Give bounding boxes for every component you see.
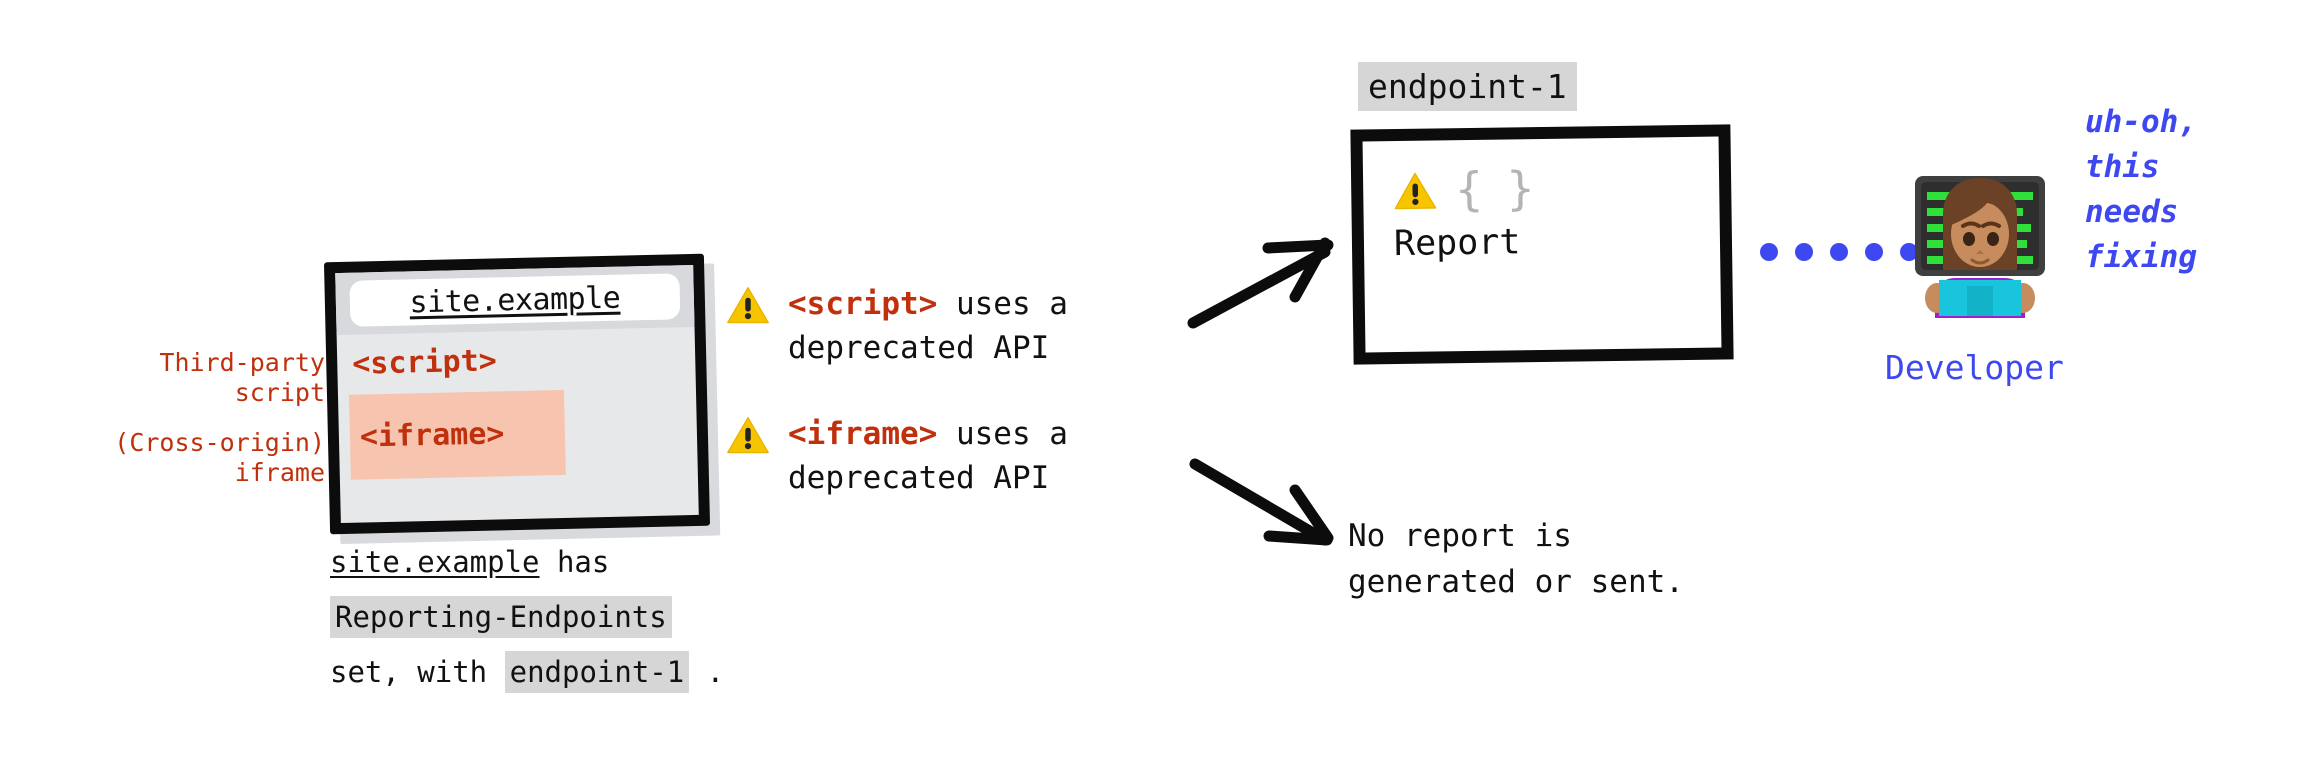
warning-rest-iframe: uses a <box>937 416 1068 452</box>
browser-window-frame: site.example <script> <iframe> <box>323 253 711 535</box>
iframe-tag-text: <iframe> <box>359 416 505 455</box>
arrow-to-report-icon <box>1187 237 1334 329</box>
caption-line-1: site.example has <box>330 535 724 590</box>
report-label: Report <box>1393 222 1521 265</box>
annotation-third-party-script: Third-party script <box>159 348 325 407</box>
warning-triangle-icon <box>727 286 769 324</box>
report-box-content: { } Report <box>1393 161 1533 265</box>
warning-tag-iframe: <iframe> <box>788 416 938 452</box>
caption-line-3: set, with endpoint-1 . <box>330 645 724 700</box>
caption-header-chip: Reporting-Endpoints <box>330 596 672 638</box>
warning-triangle-icon <box>1394 172 1437 210</box>
caption-endpoint-chip: endpoint-1 <box>504 651 690 693</box>
caption-line-2: Reporting-Endpoints <box>330 590 724 645</box>
caption-site-link: site.example <box>330 545 540 579</box>
json-braces-icon: { } <box>1454 161 1533 217</box>
dotted-connector <box>1760 243 1953 261</box>
caption-line-3-post: . <box>689 655 725 689</box>
warning-row-script: <script> uses a deprecated API <box>726 280 1068 370</box>
report-icon-row: { } <box>1393 161 1533 217</box>
url-bar[interactable]: site.example <box>349 273 681 327</box>
developer-label: Developer <box>1885 348 2064 387</box>
url-text: site.example <box>409 280 621 320</box>
warning-line2-script: deprecated API <box>788 330 1050 366</box>
warning-text-script: <script> uses a deprecated API <box>788 280 1068 370</box>
woman-technologist-emoji <box>1915 176 2045 318</box>
connector-dot <box>1795 243 1813 261</box>
connector-dot <box>1865 243 1883 261</box>
endpoint-badge: endpoint-1 <box>1358 62 1577 111</box>
connector-dot <box>1900 243 1918 261</box>
connector-dot <box>1760 243 1778 261</box>
warning-rest-script: uses a <box>937 286 1068 322</box>
caption-line-1-rest: has <box>539 545 610 579</box>
browser-window: site.example <script> <iframe> <box>323 253 721 545</box>
warning-line2-iframe: deprecated API <box>788 460 1050 496</box>
warning-tag-script: <script> <box>788 286 938 322</box>
warning-text-iframe: <iframe> uses a deprecated API <box>788 410 1068 500</box>
developer-quote: uh-oh, this needs fixing <box>2085 104 2197 275</box>
annotation-cross-origin-iframe: (Cross-origin) iframe <box>114 428 325 487</box>
caption-line-3-pre: set, with <box>330 655 505 689</box>
browser-caption: site.example has Reporting-Endpoints set… <box>330 535 724 700</box>
report-box: { } Report <box>1350 124 1734 365</box>
iframe-highlight-box: <iframe> <box>348 389 566 480</box>
browser-chrome-bar: site.example <box>335 264 695 336</box>
script-tag-text: <script> <box>351 343 498 382</box>
no-report-text: No report is generated or sent. <box>1348 518 1684 600</box>
warning-row-iframe: <iframe> uses a deprecated API <box>726 410 1068 500</box>
warning-triangle-icon <box>727 416 769 454</box>
connector-dot <box>1830 243 1848 261</box>
